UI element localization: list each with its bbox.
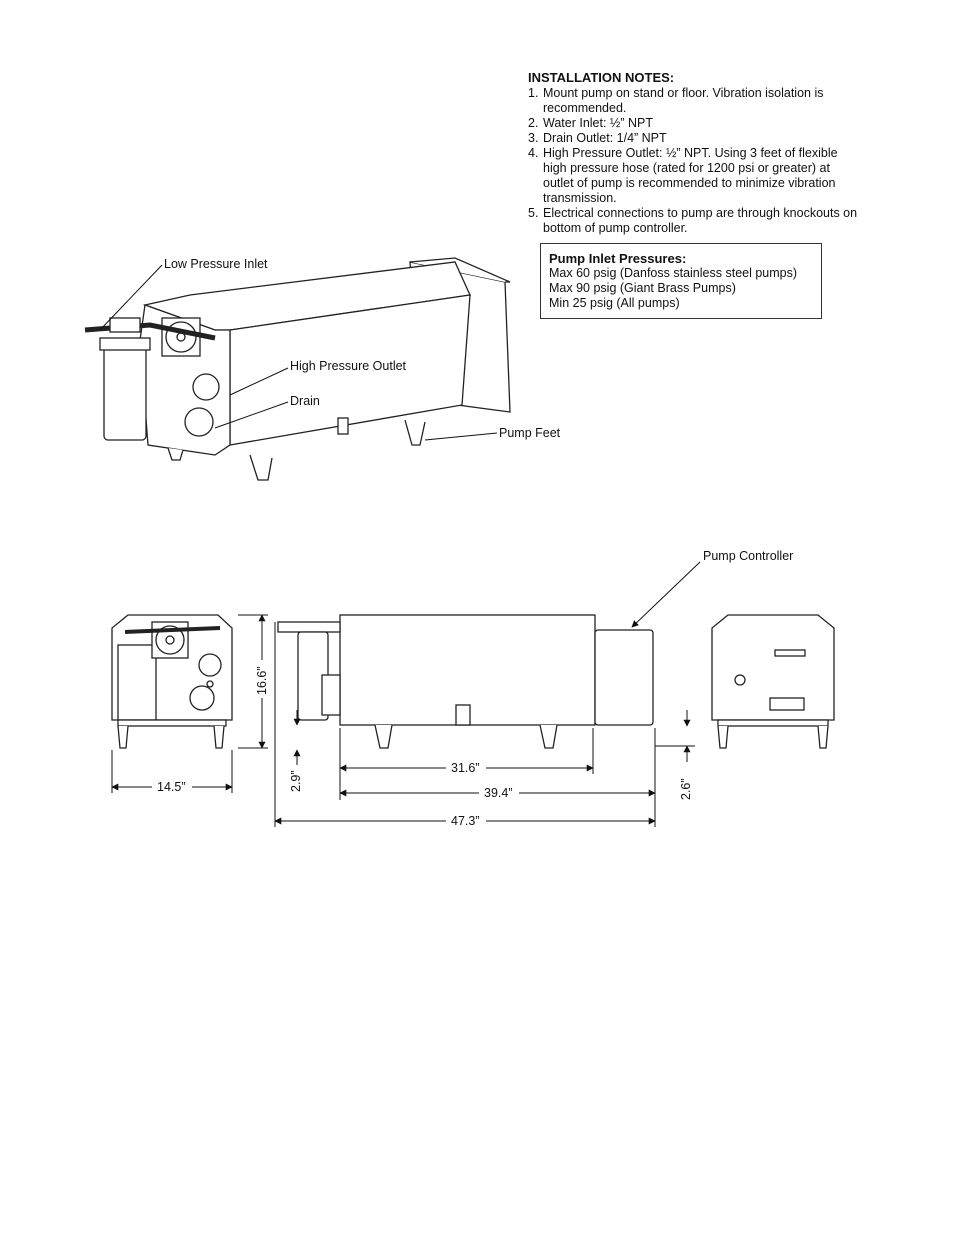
base-plate (717, 719, 829, 727)
pump-foot (717, 725, 729, 749)
pump-foot (167, 447, 184, 461)
dim-label-bg (152, 780, 192, 794)
dim-overall-length-label: 47.3” (451, 814, 480, 828)
note-number: 5. (528, 206, 539, 220)
label-pump-feet: Pump Feet (499, 426, 561, 440)
pump-inlet-pressures-box: Pump Inlet Pressures: Max 60 psig (Danfo… (540, 243, 822, 319)
dimension-lines (111, 614, 695, 827)
filter-housing (117, 644, 157, 721)
indicator-dot (206, 680, 214, 688)
leader-high-pressure-outlet (229, 367, 289, 396)
gauge-icon (184, 407, 214, 437)
pressure-line: Max 90 psig (Giant Brass Pumps) (549, 281, 736, 295)
note-text: Water Inlet: ½” NPT (543, 116, 653, 130)
installation-notes: INSTALLATION NOTES: 1. Mount pump on stan… (528, 70, 858, 236)
dim-label-bg (446, 814, 486, 828)
pump-foot (117, 725, 129, 749)
inlet-pipe (84, 322, 216, 341)
note-number: 3. (528, 131, 539, 145)
label-drain: Drain (290, 394, 320, 408)
gauge-icon (198, 653, 222, 677)
front-view (111, 614, 233, 749)
note-item: 4. High Pressure Outlet: ½” NPT. Using 3 … (528, 146, 858, 206)
installation-notes-title: INSTALLATION NOTES: (528, 70, 675, 85)
note-text: High Pressure Outlet: ½” NPT. Using 3 fe… (543, 146, 838, 205)
drain-valve (337, 417, 349, 435)
dim-height-label: 16.6” (255, 667, 269, 696)
dim-body-length-label: 39.4” (484, 786, 513, 800)
rear-view-body (711, 614, 835, 721)
note-number: 2. (528, 116, 539, 130)
leader-drain (214, 401, 289, 429)
leader-pump-controller (631, 561, 701, 628)
inlet-manifold (277, 621, 341, 633)
power-switch-icon (734, 674, 746, 686)
pump-foot (817, 725, 829, 749)
dim-label-bg (252, 660, 272, 698)
fan-hub (165, 635, 175, 645)
water-filter-housing (103, 344, 147, 441)
controller-box (594, 629, 654, 726)
pump-isometric-view (84, 257, 511, 481)
pressure-line: Max 60 psig (Danfoss stainless steel pum… (549, 266, 798, 280)
pump-foot (539, 724, 558, 749)
note-item: 3. Drain Outlet: 1/4” NPT (528, 131, 858, 146)
pump-foot (213, 725, 225, 749)
pressures-title: Pump Inlet Pressures: (549, 251, 687, 266)
pump-head (321, 674, 341, 716)
installation-notes-list: 1. Mount pump on stand or floor. Vibratio… (528, 86, 858, 236)
callout-leaders (99, 264, 701, 628)
rear-view (711, 614, 835, 749)
leader-low-pressure-inlet (99, 264, 163, 331)
label-pump-controller: Pump Controller (703, 549, 793, 563)
filter-cap (99, 337, 151, 351)
pressure-line: Min 25 psig (All pumps) (549, 296, 680, 310)
label-high-pressure-outlet: High Pressure Outlet (290, 359, 407, 373)
brand-logo (774, 649, 806, 657)
note-item: 2. Water Inlet: ½” NPT (528, 116, 858, 131)
note-text: Mount pump on stand or floor. Vibration … (543, 86, 824, 115)
note-text: Electrical connections to pump are throu… (543, 206, 858, 235)
gauge-icon (192, 373, 220, 401)
note-text: Drain Outlet: 1/4” NPT (543, 131, 667, 145)
note-number: 4. (528, 146, 539, 160)
leader-pump-feet (424, 432, 498, 441)
pump-foot (374, 724, 393, 749)
note-item: 1. Mount pump on stand or floor. Vibratio… (528, 86, 858, 116)
side-view (277, 614, 654, 749)
note-item: 5. Electrical connections to pump are thr… (528, 206, 858, 236)
base-plate (117, 719, 227, 727)
dim-label-bg (446, 761, 486, 775)
dim-foot-height-label: 2.9” (289, 770, 303, 792)
drain-valve (455, 704, 471, 726)
dim-controller-offset-label: 2.6” (679, 778, 693, 800)
dim-feet-spacing-label: 31.6” (451, 761, 480, 775)
pump-foot (249, 454, 273, 481)
pump-foot (404, 419, 426, 446)
inlet-fitting (109, 317, 141, 333)
note-number: 1. (528, 86, 539, 100)
label-low-pressure-inlet: Low Pressure Inlet (164, 257, 268, 271)
dim-label-bg (479, 786, 519, 800)
dim-width-label: 14.5” (157, 780, 186, 794)
inlet-pipe (124, 626, 221, 634)
controller-display (769, 697, 805, 711)
gauge-icon (189, 685, 215, 711)
